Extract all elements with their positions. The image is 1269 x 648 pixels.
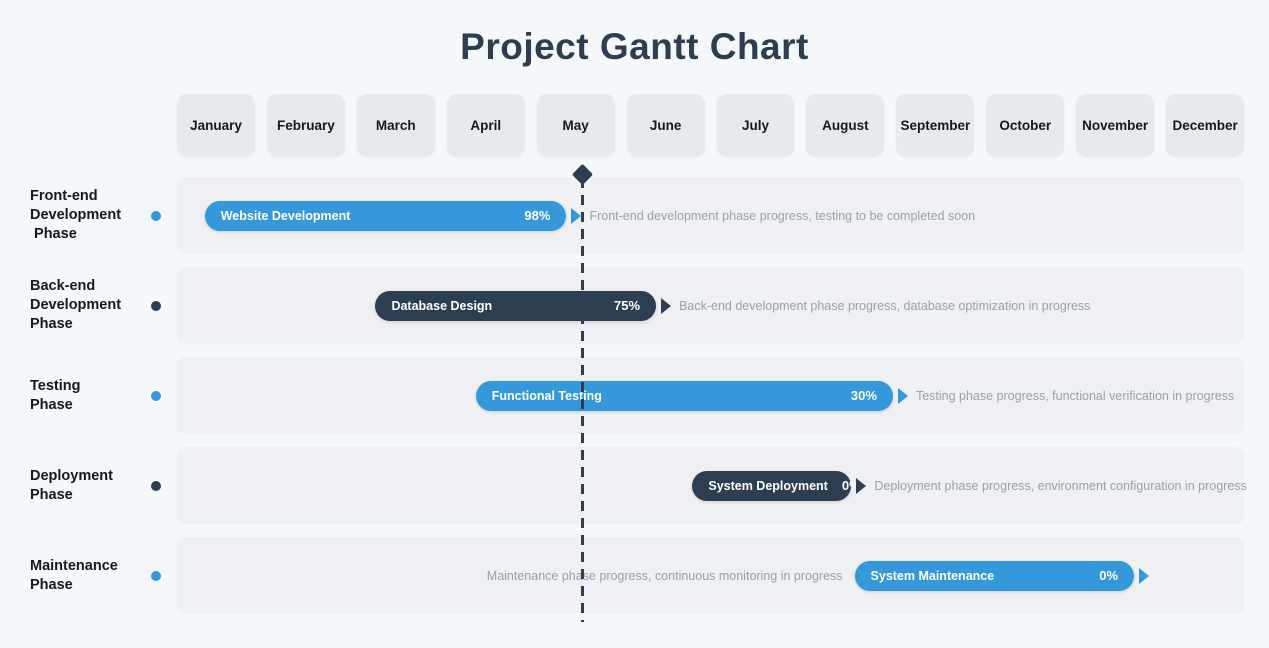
phase-dot-icon: [151, 300, 161, 311]
task-description: Deployment phase progress, environment c…: [874, 478, 1247, 493]
task-bar[interactable]: Website Development 98%: [204, 200, 567, 231]
row-track: System Maintenance 0% Maintenance phase …: [177, 537, 1244, 614]
task-name: Website Development: [220, 208, 351, 223]
phase-label: Back-end Development Phase: [30, 278, 122, 332]
row-track: Functional Testing 30% Testing phase pro…: [177, 357, 1244, 434]
bar-arrow-icon: [1139, 567, 1150, 584]
gantt-row-maintenance: Maintenance Phase System Maintenance 0% …: [0, 537, 1269, 614]
phase-label: Maintenance Phase: [30, 557, 118, 593]
gantt-row-frontend: Front-end Development Phase Website Deve…: [0, 177, 1269, 254]
timeline-marker-line: [581, 178, 585, 622]
task-progress: 98%: [524, 208, 551, 223]
bar-arrow-icon: [856, 477, 867, 494]
month-button-june[interactable]: June: [626, 94, 705, 156]
bar-arrow-icon: [661, 297, 672, 314]
month-button-december[interactable]: December: [1166, 94, 1245, 156]
month-button-august[interactable]: August: [806, 94, 885, 156]
phase-dot-icon: [151, 480, 161, 491]
page-title: Project Gantt Chart: [460, 26, 809, 67]
task-name: System Deployment: [708, 478, 828, 493]
month-button-september[interactable]: September: [896, 94, 975, 156]
phase-label: Testing Phase: [30, 377, 81, 413]
row-track: Website Development 98% Front-end develo…: [177, 177, 1244, 254]
month-button-may[interactable]: May: [536, 94, 615, 156]
phase-label: Deployment Phase: [30, 467, 113, 503]
task-progress: 30%: [850, 388, 877, 403]
phase-label: Front-end Development Phase: [30, 188, 122, 242]
task-description: Back-end development phase progress, dat…: [679, 298, 1091, 313]
bar-arrow-icon: [571, 207, 582, 224]
task-bar[interactable]: System Maintenance 0%: [854, 560, 1135, 591]
month-button-july[interactable]: July: [716, 94, 795, 156]
month-button-october[interactable]: October: [986, 94, 1065, 156]
month-button-april[interactable]: April: [446, 94, 525, 156]
gantt-row-backend: Back-end Development Phase Database Desi…: [0, 267, 1269, 344]
phase-dot-icon: [151, 210, 161, 221]
task-progress: 0%: [841, 478, 861, 493]
task-description: Maintenance phase progress, continuous m…: [486, 568, 843, 583]
month-button-february[interactable]: February: [266, 94, 345, 156]
row-track: Database Design 75% Back-end development…: [177, 267, 1244, 344]
month-header-row: January February March April May June Ju…: [177, 94, 1245, 156]
gantt-row-deployment: Deployment Phase System Deployment 0% De…: [0, 447, 1269, 524]
task-name: System Maintenance: [870, 568, 995, 583]
row-track: System Deployment 0% Deployment phase pr…: [177, 447, 1247, 524]
month-button-november[interactable]: November: [1076, 94, 1155, 156]
task-description: Testing phase progress, functional verif…: [915, 388, 1235, 403]
task-description: Front-end development phase progress, te…: [589, 208, 976, 223]
bar-arrow-icon: [897, 387, 908, 404]
month-button-march[interactable]: March: [356, 94, 435, 156]
task-bar[interactable]: Functional Testing 30%: [475, 380, 893, 411]
task-name: Functional Testing: [491, 388, 602, 403]
task-bar[interactable]: System Deployment 0%: [692, 470, 861, 501]
task-progress: 0%: [1099, 568, 1119, 583]
gantt-row-testing: Testing Phase Functional Testing 30% Tes…: [0, 357, 1269, 434]
task-bar[interactable]: Database Design 75%: [375, 290, 657, 321]
task-progress: 75%: [614, 298, 641, 313]
phase-dot-icon: [151, 390, 161, 401]
task-name: Database Design: [391, 298, 493, 313]
month-button-january[interactable]: January: [177, 94, 255, 156]
phase-dot-icon: [151, 570, 161, 581]
